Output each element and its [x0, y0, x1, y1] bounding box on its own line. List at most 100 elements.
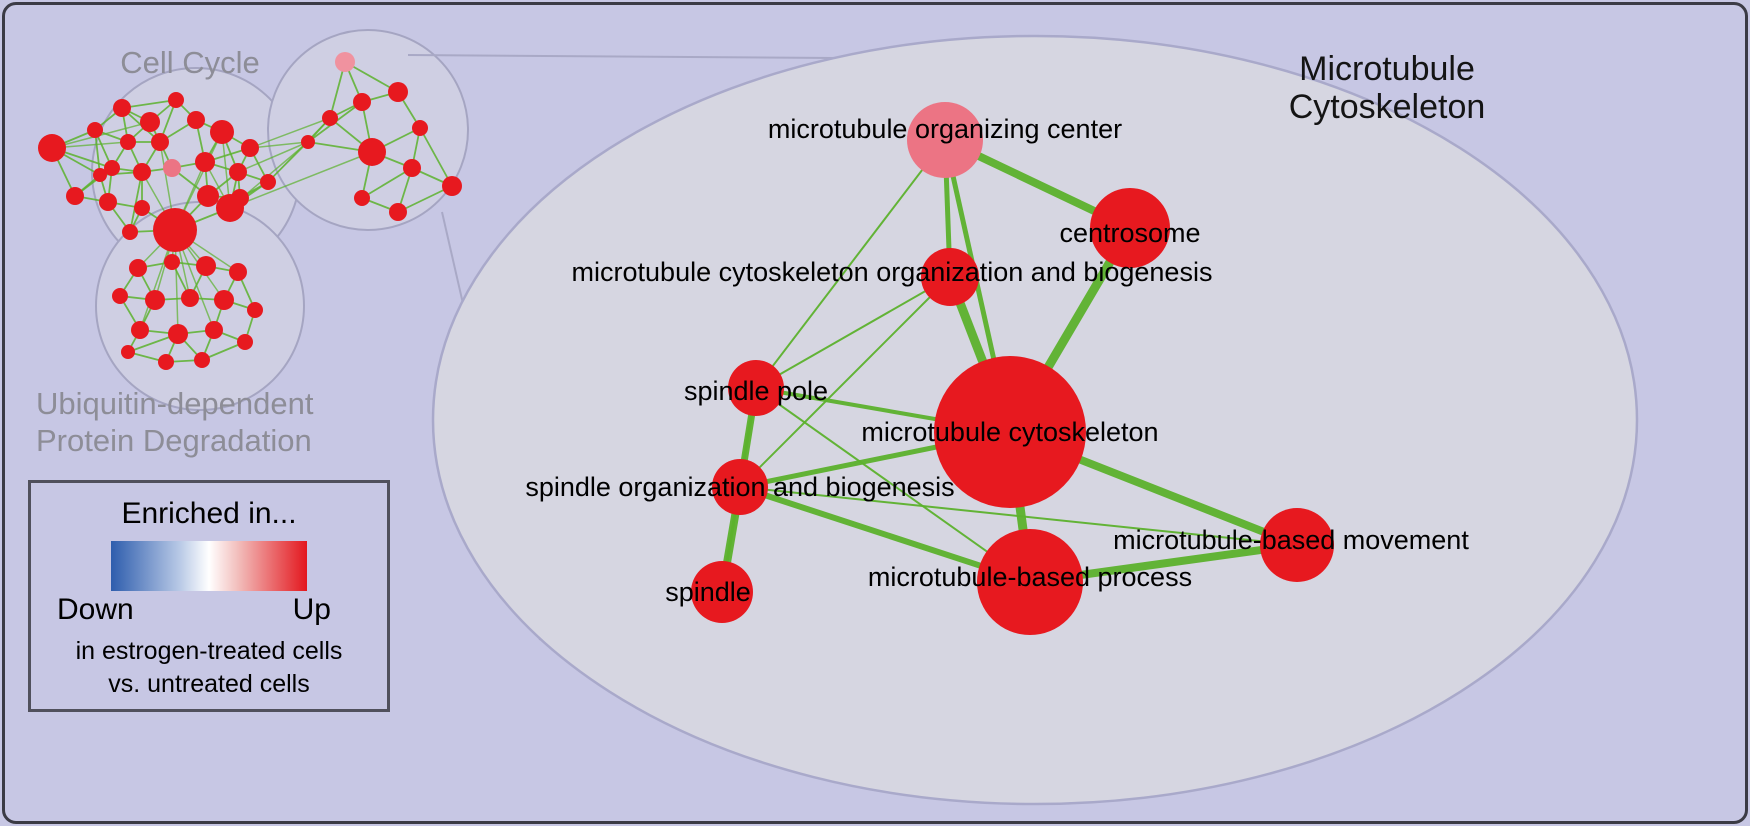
main-cluster-labels: microtubule organizing center centrosome m…	[525, 114, 1469, 607]
overview-node	[113, 99, 131, 117]
overview-node	[229, 163, 247, 181]
overview-node	[121, 345, 135, 359]
overview-edge	[419, 127, 453, 187]
overview-node	[120, 134, 136, 150]
overview-node	[129, 259, 147, 277]
overview-node	[403, 159, 421, 177]
edge-pole-proc	[755, 387, 1031, 583]
overview-edge	[229, 151, 373, 209]
overview-node	[112, 288, 128, 304]
overview-node	[163, 159, 181, 177]
legend: Enriched in... Down Up in estrogen-treat…	[28, 480, 390, 712]
main-cluster-nodes	[691, 102, 1334, 635]
cluster-label-cell-cycle: Cell Cycle	[120, 45, 260, 80]
overview-edge	[249, 117, 331, 149]
overview-node	[99, 193, 117, 211]
overview-node	[335, 52, 355, 72]
overview-node	[197, 185, 219, 207]
overview-node	[389, 203, 407, 221]
legend-title: Enriched in...	[121, 497, 297, 530]
overview-node	[153, 208, 197, 252]
overview-node	[122, 224, 138, 240]
overview-node	[93, 168, 107, 182]
overview-node	[322, 110, 338, 126]
overview-edge	[121, 99, 177, 109]
overview-node	[214, 290, 234, 310]
overview-node	[237, 334, 253, 350]
overview-edge	[249, 141, 309, 149]
edge-moc-pole	[755, 139, 946, 389]
node-org	[921, 248, 979, 306]
overview-node	[168, 92, 184, 108]
node-cyto	[934, 356, 1086, 508]
node-spindle	[691, 561, 753, 623]
edge-org-pole	[755, 276, 951, 389]
node-moc	[907, 102, 983, 178]
overview-node	[168, 324, 188, 344]
overview-node	[164, 254, 180, 270]
node-proc	[977, 529, 1083, 635]
overview-node	[187, 111, 205, 129]
node-centrosome	[1090, 188, 1170, 268]
main-title-line1: Microtubule	[1299, 50, 1475, 88]
legend-caption-line1: in estrogen-treated cells	[75, 637, 343, 665]
node-label-pole: spindle pole	[684, 376, 828, 406]
legend-gradient-bar	[111, 541, 307, 591]
node-label-sorg: spindle organization and biogenesis	[525, 472, 954, 502]
overview-node	[151, 133, 169, 151]
overview-node	[87, 122, 103, 138]
overview-node	[247, 302, 263, 318]
node-move	[1260, 508, 1334, 582]
overview-node	[358, 138, 386, 166]
node-pole	[728, 360, 784, 416]
edge-org-sorg	[739, 276, 951, 488]
main-title-line2: Cytoskeleton	[1289, 88, 1486, 126]
overview-edge	[344, 61, 399, 93]
legend-down-label: Down	[57, 593, 134, 626]
overview-node	[158, 354, 174, 370]
node-sorg	[712, 459, 768, 515]
node-label-centrosome: centrosome	[1059, 218, 1200, 248]
cluster-label-ubiquitin-line1: Ubiquitin-dependent	[36, 386, 314, 421]
overview-node	[196, 256, 216, 276]
cluster-label-ubiquitin-line2: Protein Degradation	[36, 423, 312, 458]
overview-node	[229, 263, 247, 281]
overview-edge	[129, 171, 143, 233]
overview-node	[301, 135, 315, 149]
overview-node	[133, 163, 151, 181]
overview-nodes	[38, 52, 462, 370]
overview-node	[354, 190, 370, 206]
overview-node	[194, 352, 210, 368]
overview-node	[412, 120, 428, 136]
overview-node	[66, 187, 84, 205]
overview-cluster-circles	[91, 29, 469, 411]
node-label-spindle: spindle	[665, 577, 751, 607]
node-label-moc: microtubule organizing center	[768, 114, 1122, 144]
overview-node	[388, 82, 408, 102]
overview-node	[104, 160, 120, 176]
overview-edge	[237, 141, 309, 173]
overview-node	[134, 200, 150, 216]
overview-node	[442, 176, 462, 196]
legend-caption-line2: vs. untreated cells	[108, 669, 310, 698]
overview-node	[241, 139, 259, 157]
legend-caption: in estrogen-treated cells vs. untreated …	[31, 635, 387, 700]
overview-node	[260, 174, 276, 190]
overview-node	[195, 152, 215, 172]
overview-node	[140, 112, 160, 132]
legend-up-label: Up	[292, 593, 331, 626]
overview-node	[181, 289, 199, 307]
overview-node	[131, 321, 149, 339]
overview-node	[210, 120, 234, 144]
overview-node	[145, 290, 165, 310]
node-label-move: microtubule-based movement	[1113, 525, 1469, 555]
node-label-proc: microtubule-based process	[868, 562, 1192, 592]
node-label-org: microtubule cytoskeleton organization an…	[572, 257, 1213, 287]
overview-node	[38, 134, 66, 162]
node-label-cyto: microtubule cytoskeleton	[861, 417, 1158, 447]
overview-node	[216, 194, 244, 222]
overview-node	[353, 93, 371, 111]
magnifier-line-top	[407, 54, 836, 59]
overview-edge	[361, 167, 413, 199]
